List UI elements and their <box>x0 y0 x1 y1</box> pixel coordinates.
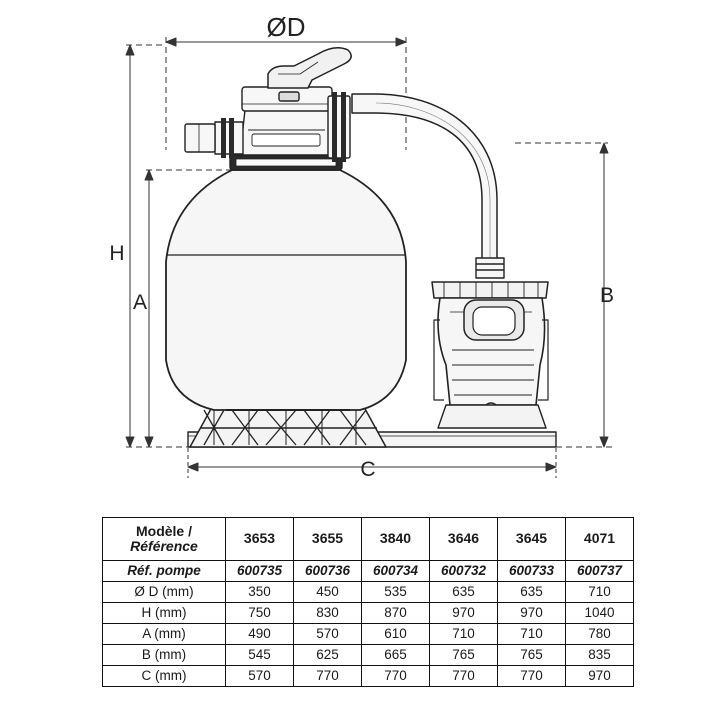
pump-reference-cell: 600734 <box>361 560 430 582</box>
model-cell: 3840 <box>361 517 430 561</box>
table-cell: 710 <box>429 623 498 645</box>
table-cell: 770 <box>361 665 430 687</box>
table-cell: 665 <box>361 644 430 666</box>
model-header-label: Modèle / <box>135 522 192 539</box>
table-cell: 970 <box>497 602 566 624</box>
pump-reference-row: Réf. pompe 600735 600736 600734 600732 6… <box>102 560 634 582</box>
table-cell: 970 <box>565 665 634 687</box>
filter-tank <box>165 169 407 411</box>
table-cell: 770 <box>293 665 362 687</box>
filter-stand <box>189 406 387 448</box>
model-cell: 3653 <box>225 517 294 561</box>
table-cell: 625 <box>293 644 362 666</box>
table-cell: 770 <box>497 665 566 687</box>
model-cell: 4071 <box>565 517 634 561</box>
table-row: C (mm) 570 770 770 770 770 970 <box>102 665 634 687</box>
table-cell: 835 <box>565 644 634 666</box>
filter-pump-diagram: ØD H A B C <box>109 12 614 481</box>
model-cell: 3646 <box>429 517 498 561</box>
table-cell: 610 <box>361 623 430 645</box>
table-cell: 830 <box>293 602 362 624</box>
table-cell: 545 <box>225 644 294 666</box>
length-c-label: C <box>360 458 375 481</box>
table-row: Ø D (mm) 350 450 535 635 635 710 <box>102 581 634 603</box>
height-b-label: B <box>600 284 614 307</box>
table-cell: 770 <box>429 665 498 687</box>
pump-reference-cell: 600736 <box>293 560 362 582</box>
table-cell: 970 <box>429 602 498 624</box>
pump-reference-cell: 600735 <box>225 560 294 582</box>
specifications-table: Modèle / Référence 3653 3655 3840 3646 3… <box>102 517 634 687</box>
table-cell: 780 <box>565 623 634 645</box>
table-cell: 450 <box>293 581 362 603</box>
multiport-valve <box>184 47 352 171</box>
row-label: C (mm) <box>102 665 226 687</box>
pump-reference-cell: 600737 <box>565 560 634 582</box>
table-cell: 710 <box>497 623 566 645</box>
diameter-label: ØD <box>267 12 306 42</box>
pump <box>431 257 549 429</box>
table-cell: 750 <box>225 602 294 624</box>
table-cell: 635 <box>429 581 498 603</box>
model-reference-header: Modèle / Référence <box>102 517 226 561</box>
pump-reference-label: Réf. pompe <box>102 560 226 582</box>
row-label: B (mm) <box>102 644 226 666</box>
table-cell: 490 <box>225 623 294 645</box>
pump-reference-cell: 600733 <box>497 560 566 582</box>
pump-reference-cell: 600732 <box>429 560 498 582</box>
row-label: H (mm) <box>102 602 226 624</box>
table-row: A (mm) 490 570 610 710 710 780 <box>102 623 634 645</box>
table-cell: 570 <box>225 665 294 687</box>
table-cell: 350 <box>225 581 294 603</box>
height-a-label: A <box>133 291 147 314</box>
table-cell: 1040 <box>565 602 634 624</box>
row-label: Ø D (mm) <box>102 581 226 603</box>
table-cell: 635 <box>497 581 566 603</box>
table-cell: 765 <box>497 644 566 666</box>
model-cell: 3645 <box>497 517 566 561</box>
table-cell: 870 <box>361 602 430 624</box>
reference-header-label: Référence <box>130 538 198 554</box>
model-cell: 3655 <box>293 517 362 561</box>
table-row: H (mm) 750 830 870 970 970 1040 <box>102 602 634 624</box>
table-cell: 535 <box>361 581 430 603</box>
table-row: B (mm) 545 625 665 765 765 835 <box>102 644 634 666</box>
table-cell: 765 <box>429 644 498 666</box>
table-cell: 710 <box>565 581 634 603</box>
table-cell: 570 <box>293 623 362 645</box>
height-h-label: H <box>109 242 124 265</box>
header-row: Modèle / Référence 3653 3655 3840 3646 3… <box>102 517 634 561</box>
row-label: A (mm) <box>102 623 226 645</box>
